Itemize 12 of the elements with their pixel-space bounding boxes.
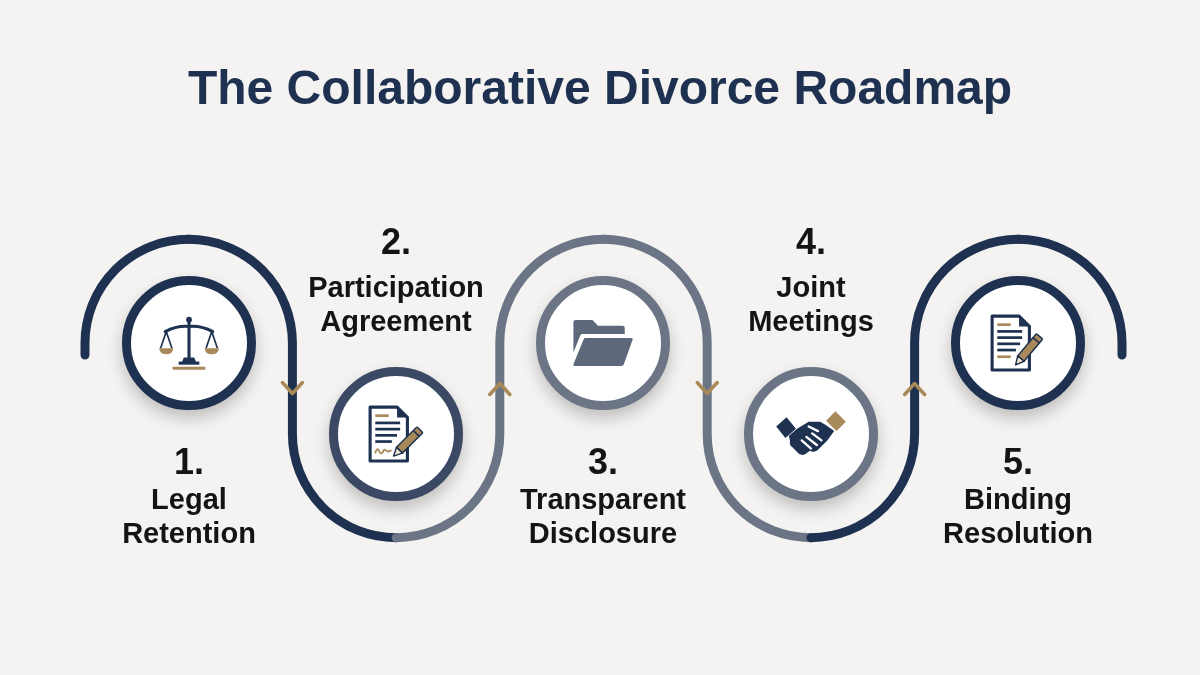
step-number: 1. (174, 442, 204, 482)
step-title: Binding Resolution (943, 482, 1093, 550)
step-title: Participation Agreement (308, 270, 484, 338)
step-title: Transparent Disclosure (520, 482, 686, 550)
title: The Collaborative Divorce Roadmap (187, 60, 1013, 116)
step-number: 2. (381, 222, 411, 262)
step-title: Joint Meetings (748, 270, 874, 338)
step-number: 4. (796, 222, 826, 262)
connector-line (1013, 234, 1127, 360)
step-number: 5. (1003, 442, 1033, 482)
step-number: 3. (588, 442, 618, 482)
step-title: Legal Retention (122, 482, 256, 550)
